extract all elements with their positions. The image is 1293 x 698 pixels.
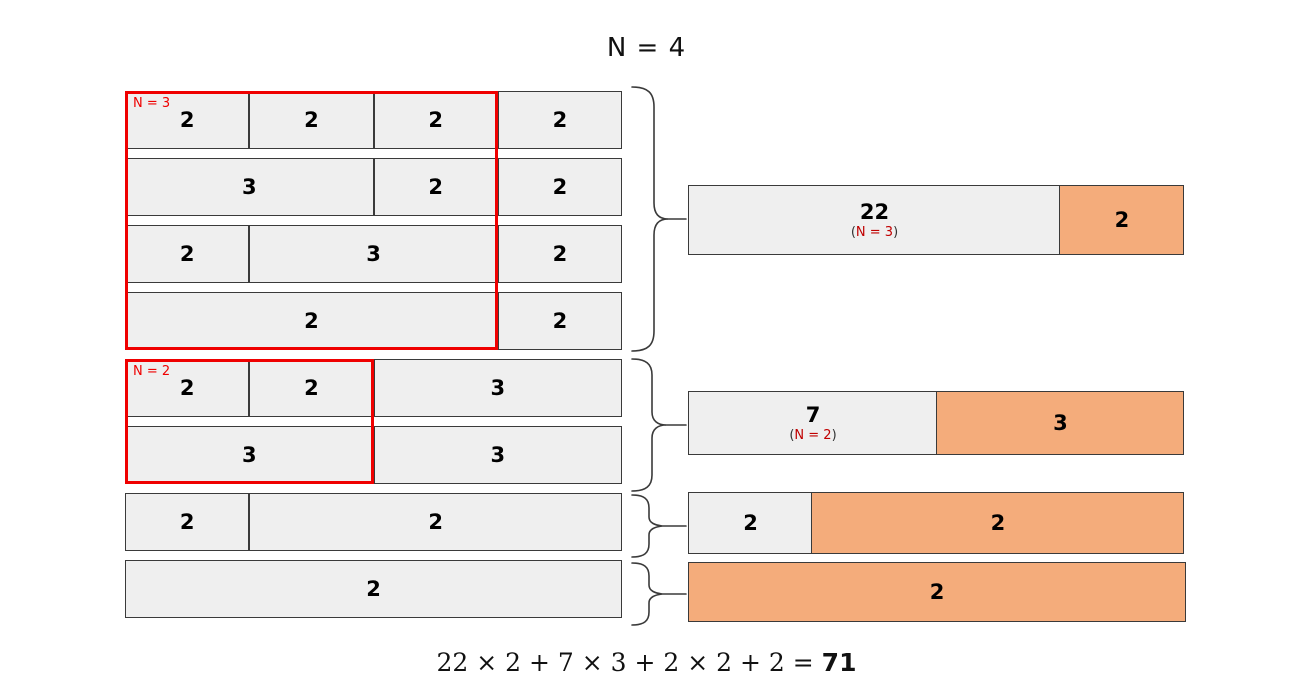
grid-cell: 3 [373, 426, 622, 484]
total-equation: 22 × 2 + 7 × 3 + 2 × 2 + 2 = 71 [0, 648, 1293, 677]
summary-bar-grey-segment: 2 [688, 492, 813, 554]
highlight-label: N = 3 [133, 96, 171, 111]
grid-cell: 2 [249, 359, 374, 417]
grid-cell: 2 [125, 91, 250, 149]
summary-bar-note: (N = 2) [789, 427, 837, 443]
summary-bar: 7(N = 2)3 [688, 391, 1186, 455]
grid-cell: 3 [125, 158, 374, 216]
braces-svg [631, 86, 687, 626]
grid-cell: 3 [373, 359, 622, 417]
grid-cell: 2 [497, 292, 622, 350]
highlight-label: N = 2 [133, 364, 171, 379]
grid-row: 2 [125, 560, 622, 618]
brace-4 [631, 562, 663, 626]
equation-expression: 22 × 2 + 7 × 3 + 2 × 2 + 2 = [436, 648, 822, 677]
grid-cell: 2 [249, 493, 622, 551]
note-paren-open: ( [850, 224, 856, 240]
summary-bar-value: 7 [805, 402, 821, 427]
grid-cell: 3 [125, 426, 374, 484]
summary-bar-orange-segment: 3 [936, 391, 1185, 455]
grouping-braces [628, 85, 690, 635]
summary-bar-note: (N = 3) [850, 224, 899, 240]
summary-bar-grey-segment: 7(N = 2) [688, 391, 938, 455]
grid-cell: 2 [125, 493, 250, 551]
grid-cell: 2 [373, 91, 498, 149]
summary-bar-orange-segment: 2 [1059, 185, 1185, 255]
summary-bar: 2 [688, 562, 1186, 622]
grid-cell: 2 [125, 292, 498, 350]
grid-cell: 3 [249, 225, 498, 283]
summary-bar-value: 22 [859, 199, 890, 224]
grid-cell: 2 [497, 158, 622, 216]
summary-bar-orange-segment: 2 [811, 492, 1185, 554]
note-paren-open: ( [789, 427, 795, 443]
grid-cell: 2 [249, 91, 374, 149]
grid-cell: 2 [497, 91, 622, 149]
brace-3 [631, 494, 663, 558]
note-paren-close: ) [893, 224, 899, 240]
grid-cell: 2 [125, 225, 250, 283]
note-paren-close: ) [831, 427, 837, 443]
summary-bar: 22(N = 3)2 [688, 185, 1186, 255]
brace-2 [631, 358, 667, 492]
grid-cell: 2 [125, 560, 622, 618]
page-title: N = 4 [606, 33, 687, 63]
brace-1 [631, 86, 669, 352]
summary-bar-value: 2 [743, 510, 758, 535]
equation-total: 71 [821, 648, 857, 677]
grid-cell: 2 [497, 225, 622, 283]
summary-bar-orange-segment: 2 [688, 562, 1186, 622]
summary-bar-grey-segment: 22(N = 3) [688, 185, 1061, 255]
grid-cell: 2 [373, 158, 498, 216]
